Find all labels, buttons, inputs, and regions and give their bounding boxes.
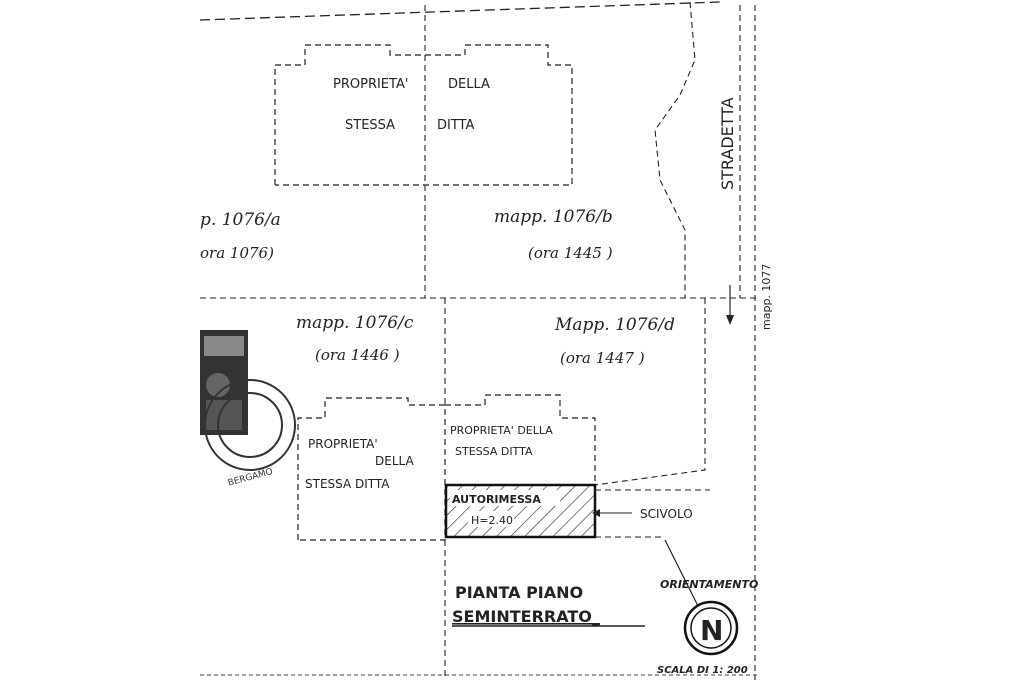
- label-prop-top-2: DELLA: [448, 77, 490, 92]
- label-ora-b: (ora 1445 ): [528, 244, 613, 262]
- right-lower-boundary: [594, 298, 706, 486]
- compass-guide: [664, 539, 701, 611]
- label-prop-mid-2: STESSA DITTA: [455, 445, 533, 458]
- label-ora-a: ora 1076): [200, 244, 274, 262]
- label-ora-d: (ora 1447 ): [560, 349, 645, 367]
- right-road-boundary: [654, 1, 696, 298]
- top-boundary: [199, 1, 721, 21]
- label-mapp-c: mapp. 1076/c: [296, 313, 414, 333]
- label-prop-left-2: DELLA: [375, 454, 414, 468]
- left-lower-property: [297, 397, 446, 541]
- ramp-arrow-head: [592, 509, 600, 517]
- title-line-1: PIANTA PIANO: [455, 583, 583, 602]
- label-mapp-b: mapp. 1076/b: [494, 207, 613, 227]
- title-line-2: SEMINTERRATO_: [452, 607, 600, 626]
- label-autorimessa: AUTORIMESSA: [452, 493, 541, 506]
- label-mapp-d: Mapp. 1076/d: [554, 315, 675, 335]
- height-label-bg: [468, 511, 514, 527]
- garage-label-bg: [450, 490, 560, 506]
- label-orientamento: ORIENTAMENTO: [660, 578, 758, 591]
- label-scivolo: SCIVOLO: [640, 507, 693, 521]
- label-scala: SCALA DI 1: 200: [657, 665, 748, 676]
- top-property-outline: [274, 44, 573, 186]
- revenue-stamp: [200, 330, 248, 435]
- arrow-head: [726, 315, 734, 325]
- label-ora-c: (ora 1446 ): [315, 346, 400, 364]
- north-label: N: [700, 614, 723, 647]
- label-height: H=2.40: [471, 514, 513, 527]
- label-prop-mid-1: PROPRIETA' DELLA: [450, 424, 553, 437]
- north-compass-icon: N: [683, 600, 739, 656]
- label-stradetta: STRADETTA: [718, 97, 737, 190]
- label-prop-left-3: STESSA DITTA: [305, 477, 390, 491]
- label-mapp-a: p. 1076/a: [200, 210, 281, 230]
- label-prop-left-1: PROPRIETA': [308, 437, 378, 451]
- label-prop-top-4: DITTA: [437, 118, 474, 133]
- label-mapp-1077: mapp. 1077: [760, 264, 773, 330]
- mid-lower-property: [445, 394, 596, 486]
- label-prop-top-1: PROPRIETA': [333, 77, 408, 92]
- label-prop-top-3: STESSA: [345, 118, 395, 133]
